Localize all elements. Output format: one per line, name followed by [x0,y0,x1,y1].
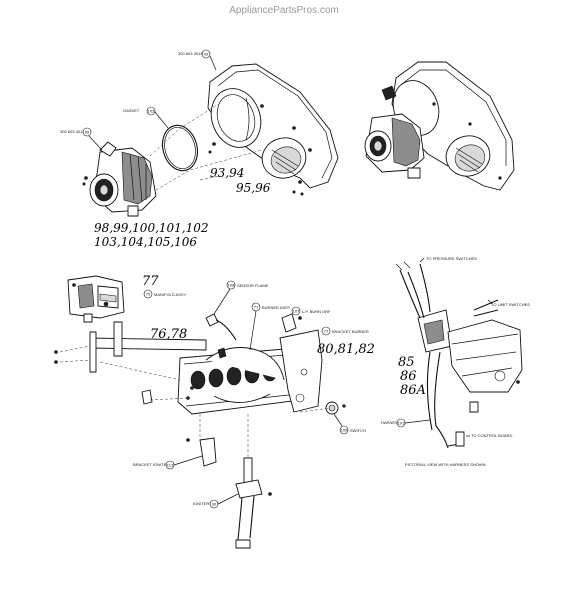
hot-surface-igniter [235,457,272,549]
svg-text:90: 90 [212,502,217,507]
harness-view-caption: PICTORIAL VIEW WITH HARNESS SHOWN [405,462,486,467]
handwritten-burner-nums: 80,81,82 [317,342,375,357]
assembly-lines-bottom [99,361,331,458]
burner-assembly [177,347,301,415]
handwritten-blower-parts-2: 103,104,105,106 [94,235,197,249]
svg-text:BURNER ASSY: BURNER ASSY [262,305,291,310]
callout-harness: HARNESS 101 [381,418,431,428]
pressure-switch [325,401,346,415]
svg-text:98: 98 [85,130,90,135]
svg-text:109: 109 [341,428,348,433]
inducer-housing-exploded [207,63,339,196]
harness-assembly [395,261,523,449]
svg-text:99: 99 [204,52,209,57]
svg-text:101: 101 [398,421,405,426]
flame-sensor [205,313,237,359]
svg-text:113: 113 [167,463,174,468]
svg-text:75: 75 [146,292,151,297]
svg-text:300 603 4014: 300 603 4014 [60,129,85,134]
svg-text:SENSOR FLAME: SENSOR FLAME [237,283,269,288]
callout-burner: 71 BURNER ASSY [249,302,291,351]
svg-text:GASKET: GASKET [123,108,140,113]
callout-sensor: 108 SENSOR FLAME [213,280,269,315]
blower-assembled [364,61,515,191]
svg-text:BRACKET BURNER: BRACKET BURNER [332,329,369,334]
callout-bracket-burner: 72 BRACKET BURNER [321,326,369,336]
callout-lp-orifice: 107 L.P. BURN ORF [291,306,331,316]
svg-text:TO PRESSURE SWITCHES: TO PRESSURE SWITCHES [426,256,477,261]
svg-text:108: 108 [228,283,235,288]
callout-igniter-bracket: BRACKET IGNITER 113 [133,455,203,470]
gasket-ring [161,124,199,172]
handwritten-gasket-parts-a: 93,94 [210,166,244,180]
callout-igniter: IGNITER 90 [193,493,239,509]
callout-top-part: 300 603 4014 99 [178,49,217,71]
svg-text:L.P. BURN ORF: L.P. BURN ORF [302,309,331,314]
handwritten-gasket-parts-b: 95,96 [236,181,271,195]
handwritten-valve-num: 77 [142,274,159,289]
assembly-lines-top [149,103,263,191]
svg-text:107: 107 [293,309,300,314]
svg-text:72: 72 [324,329,329,334]
svg-text:TO LIMIT SWITCHES: TO LIMIT SWITCHES [491,302,530,307]
gas-valve [67,275,125,323]
blower-motor [82,141,157,217]
callout-motor: 300 603 4014 98 [60,127,103,151]
callout-limit-switches: TO LIMIT SWITCHES [487,299,530,307]
svg-text:IGNITER: IGNITER [193,501,209,506]
callout-gasket: GASKET 103 [123,106,169,129]
handwritten-harness-86: 86 [400,369,417,384]
svg-text:BRACKET IGNITER: BRACKET IGNITER [133,462,169,467]
callout-manifold: 75 MANIFOLD ASSY [143,289,187,299]
svg-text:300 603 4014: 300 603 4014 [178,51,203,56]
svg-text:TO CONTROL BOARD: TO CONTROL BOARD [471,433,512,438]
svg-text:103: 103 [148,109,155,114]
callout-pressure-switches: TO PRESSURE SWITCHES [419,256,477,263]
burner-bracket [279,313,323,413]
igniter-bracket [141,389,217,467]
svg-text:71: 71 [254,305,259,310]
svg-text:SWITCH: SWITCH [350,428,366,433]
svg-text:HARNESS: HARNESS [381,420,401,425]
callout-control-board: TO CONTROL BOARD [466,433,512,438]
manifold-pipe [54,321,207,373]
handwritten-harness-85: 85 [398,355,415,370]
callout-switch: 109 SWITCH [333,413,366,435]
svg-text:MANIFOLD ASSY: MANIFOLD ASSY [154,292,187,297]
watermark: AppliancePartsPros.com [229,5,339,16]
handwritten-harness-86a: 86A [400,383,426,398]
handwritten-blower-parts-1: 98,99,100,101,102 [94,221,209,235]
handwritten-pipe-nums: 76,78 [150,327,187,342]
